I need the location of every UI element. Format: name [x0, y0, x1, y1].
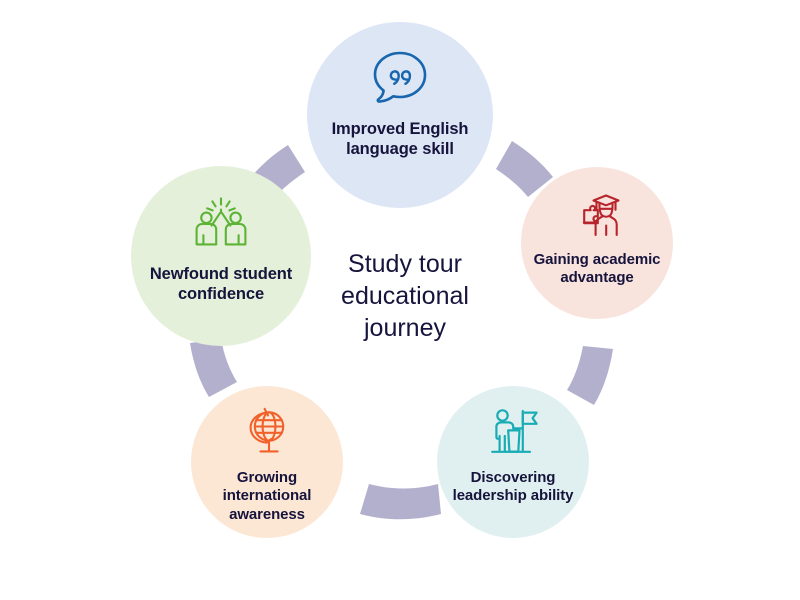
node-gaining-academic-advantage[interactable]: Gaining academic advantage — [521, 167, 673, 319]
connector-arc-right-bottomright — [567, 346, 613, 405]
node-discovering-leadership[interactable]: Discovering leadership ability — [437, 386, 589, 538]
node-improved-english[interactable]: Improved English language skill — [307, 22, 493, 208]
connector-arc-bottomleft-left — [190, 339, 237, 397]
node-label-discovering-leadership: Discovering leadership ability — [452, 469, 574, 505]
connector-arc-bottomright-bottomleft — [360, 484, 441, 520]
graduate-puzzle-icon — [569, 189, 625, 241]
connector-arc-top-right — [496, 141, 553, 197]
node-growing-international-awareness[interactable]: Growing international awareness — [191, 386, 343, 538]
high-five-people-icon — [190, 196, 252, 250]
node-newfound-student-confidence[interactable]: Newfound student confidence — [131, 166, 311, 346]
leader-podium-flag-icon — [484, 406, 542, 460]
node-label-newfound-student-confidence: Newfound student confidence — [149, 265, 293, 304]
globe-stand-icon — [240, 406, 294, 460]
node-label-growing-international-awareness: Growing international awareness — [222, 469, 312, 523]
node-label-gaining-academic-advantage: Gaining academic advantage — [533, 251, 661, 287]
center-title: Study tour educational journey — [341, 250, 469, 342]
speech-bubble-quote-icon — [371, 49, 429, 105]
node-label-improved-english: Improved English language skill — [331, 120, 469, 159]
